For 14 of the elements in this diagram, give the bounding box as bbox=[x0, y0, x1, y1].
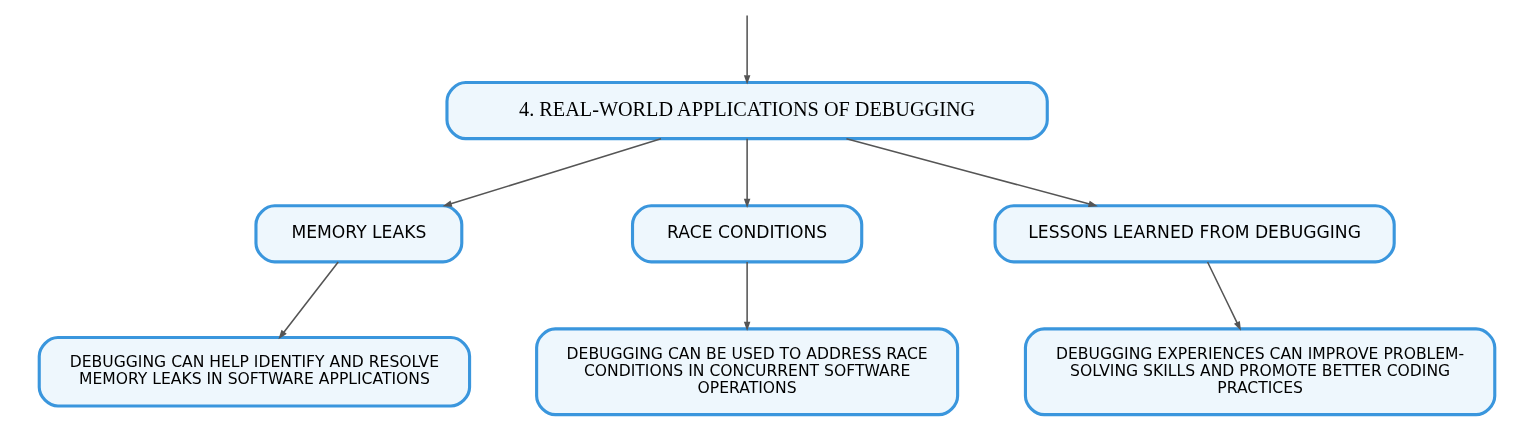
arrow bbox=[743, 138, 751, 208]
arrow bbox=[442, 138, 662, 207]
node-box: DEBUGGING CAN BE USED TO ADDRESS RACE CONDITIONS IN CONCURRENT SOFTWARE OPERATIONS bbox=[535, 327, 960, 417]
arrow bbox=[1206, 261, 1241, 331]
arrow bbox=[743, 14, 751, 85]
arrow bbox=[743, 261, 751, 332]
arrow bbox=[278, 261, 339, 340]
node-box: RACE CONDITIONS bbox=[630, 204, 864, 264]
node-box: MEMORY LEAKS bbox=[254, 204, 464, 264]
node-box: LESSONS LEARNED FROM DEBUGGING bbox=[993, 204, 1396, 264]
node-box: DEBUGGING CAN HELP IDENTIFY AND RESOLVE MEMORY LEAKS IN SOFTWARE APPLICATIONS bbox=[37, 335, 472, 408]
arrow bbox=[845, 138, 1098, 207]
node-box: DEBUGGING EXPERIENCES CAN IMPROVE PROBLEM-SOLVING SKILLS AND PROMOTE BETTER CODING PRACTICES bbox=[1023, 327, 1497, 417]
node-box: 4. REAL-WORLD APPLICATIONS OF DEBUGGING bbox=[445, 80, 1049, 141]
